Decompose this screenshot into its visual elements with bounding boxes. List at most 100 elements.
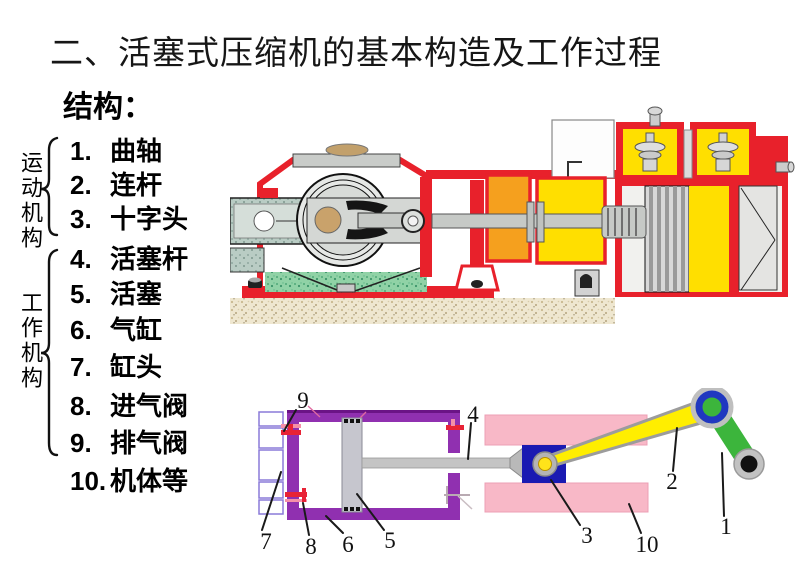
part-name: 活塞 [110, 279, 163, 309]
schematic-piston-rod [361, 457, 511, 469]
crosshead-pin-center [407, 215, 419, 227]
connecting-rod-upper [346, 200, 388, 214]
piston-ring [657, 186, 661, 292]
piston-ring-dashes [344, 419, 360, 511]
rod-flange-2 [536, 201, 545, 243]
list-item: 1. 曲轴 [70, 136, 162, 166]
rod-flange-1 [526, 201, 535, 243]
callout-4: 4 [467, 402, 479, 427]
tower-gap [683, 129, 693, 179]
list-item: 5.活塞 [70, 279, 162, 309]
callout-3: 3 [581, 523, 593, 548]
rear-discharge-valve-icon [446, 419, 464, 430]
cylinder-foot [574, 269, 600, 297]
foot-bolt [471, 280, 483, 288]
group-label-working-mechanism: 工作机构 [18, 291, 43, 391]
part-number: 10. [70, 466, 107, 496]
compression-chamber [689, 186, 729, 292]
distance-piece-frame [551, 119, 615, 179]
brace-working-mechanism [40, 248, 59, 457]
a-frame-left [281, 267, 343, 293]
list-item: 7. 缸头 [70, 352, 162, 382]
suction-valve-icon [285, 488, 307, 502]
part-number: 7. [70, 352, 92, 382]
callout-leaders [261, 409, 725, 536]
list-item: 6. 气缸 [70, 315, 162, 345]
head-diagonal-2 [740, 239, 776, 291]
group-label-motion-mechanism: 运动机构 [18, 151, 43, 251]
brace-motion-mechanism [40, 136, 59, 237]
big-end-bearing [695, 390, 729, 424]
page-title: 二、活塞式压缩机的基本构造及工作过程 [50, 36, 662, 72]
support-foot [454, 264, 500, 292]
crosshead-tab [514, 458, 522, 470]
cylinder-head [738, 185, 778, 291]
list-item: 8.进气阀 [70, 391, 188, 421]
part-name: 十字头 [110, 204, 189, 234]
foundation [230, 298, 615, 324]
piston-ring [681, 186, 685, 292]
cylinder-top-edge [287, 410, 460, 413]
part-number: 3. [70, 204, 92, 234]
list-item: 9. 排气阀 [70, 428, 188, 458]
list-item: 4. 活塞杆 [70, 244, 188, 274]
snout-hole [253, 210, 275, 232]
discharge-valve [707, 132, 739, 172]
callout-1: 1 [720, 514, 732, 539]
crosshead-guide-wall [420, 177, 432, 277]
list-item: 3. 十字头 [70, 204, 188, 234]
pink-tick-1 [307, 405, 321, 418]
callout-6: 6 [342, 532, 354, 557]
callout-7: 7 [260, 529, 272, 554]
part-name: 排气阀 [110, 428, 189, 458]
part-number: 9. [70, 428, 92, 458]
part-number: 2. [70, 170, 92, 200]
part-name: 气缸 [110, 315, 163, 345]
callout-8: 8 [305, 534, 317, 559]
callout-2: 2 [666, 469, 678, 494]
part-number: 6. [70, 315, 92, 345]
top-nipple-cap [647, 106, 663, 116]
group-braces [40, 136, 59, 457]
part-name: 连杆 [110, 170, 163, 200]
crank-pin [314, 206, 342, 234]
head-divider [729, 186, 739, 292]
part-number: 1. [70, 136, 92, 166]
part-name: 机体等 [110, 466, 189, 496]
callout-5: 5 [384, 528, 396, 553]
lower-left-block [230, 247, 265, 273]
top-flange [325, 143, 369, 157]
part-name: 进气阀 [110, 391, 189, 421]
part-name: 活塞杆 [110, 244, 189, 274]
oil-pipe [567, 161, 582, 178]
big-end-outer-ring [690, 388, 734, 429]
center-support [336, 283, 356, 293]
rear-suction-valve-icon [444, 486, 473, 510]
schematic-cylinder-head [258, 411, 284, 515]
connecting-rod-lower [346, 225, 388, 240]
snout-cap [260, 188, 278, 198]
compressor-cross-section [230, 106, 795, 324]
crosshead-pin-core [538, 457, 552, 471]
piston-ring [673, 186, 677, 292]
list-item: 10.机体等 [70, 466, 188, 496]
piston-ring [649, 186, 653, 292]
a-frame-right [351, 267, 421, 293]
part-name: 缸头 [110, 352, 163, 382]
piston-ring [665, 186, 669, 292]
guide-rail-bottom [484, 482, 649, 513]
side-nipple-cap [787, 161, 795, 173]
list-item: 2. 连杆 [70, 170, 162, 200]
head-diagonal-1 [740, 187, 776, 241]
base-bolt-cap [249, 277, 261, 283]
callout-10: 10 [636, 532, 659, 557]
callout-9: 9 [297, 388, 309, 413]
part-number: 4. [70, 244, 92, 274]
discharge-valve-icon [281, 424, 301, 435]
piston-rod [431, 213, 605, 229]
crankcase-right-wall [470, 180, 484, 278]
crank-journal-center [740, 455, 758, 473]
compressor-schematic: 9 4 7 8 6 5 3 10 2 1 [258, 388, 765, 559]
part-name: 曲轴 [110, 136, 163, 166]
